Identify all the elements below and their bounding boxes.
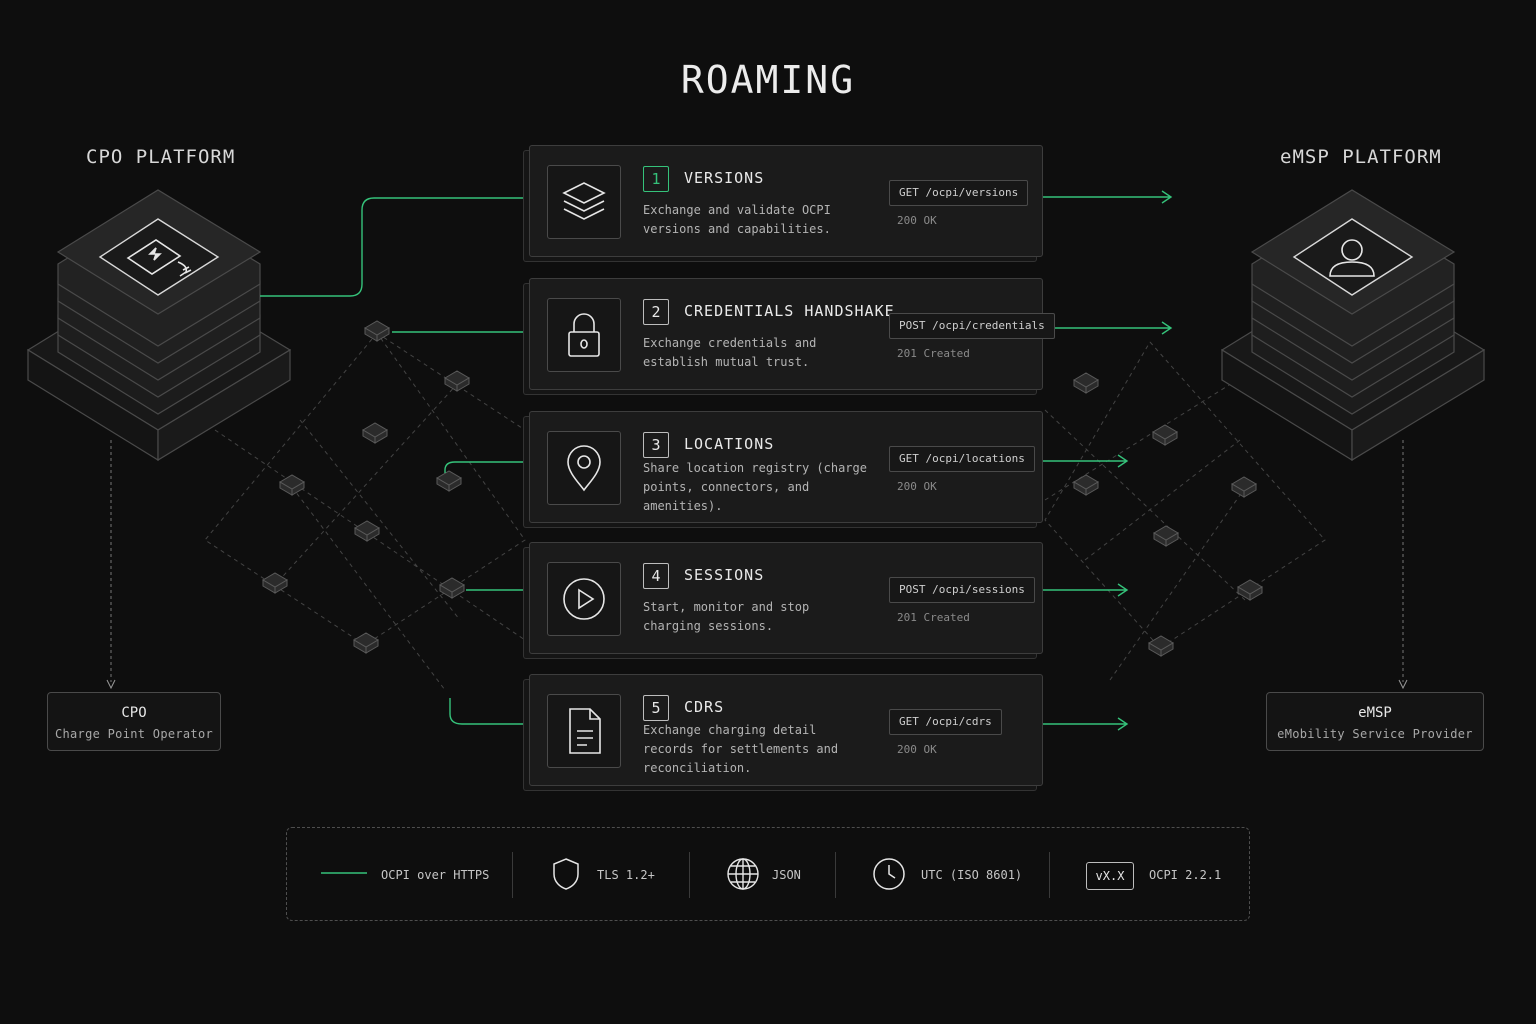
module-description: Exchange credentials and establish mutua…	[643, 336, 817, 369]
module-title: VERSIONS	[684, 169, 765, 187]
module-title: LOCATIONS	[684, 435, 775, 453]
module-icon-box	[547, 165, 621, 239]
legend: OCPI over HTTPS TLS 1.2+ JSON UTC (ISO 8…	[286, 827, 1250, 921]
module-description: Start, monitor and stop charging session…	[643, 600, 810, 633]
emsp-role-subtitle: eMobility Service Provider	[1277, 727, 1473, 741]
cpo-platform-stack	[26, 189, 292, 462]
play-icon	[563, 578, 605, 620]
module-description: Exchange charging detail records for set…	[643, 723, 839, 775]
shield-icon	[553, 858, 579, 890]
clock-icon	[873, 858, 905, 890]
module-card-cdrs: 5 CDRS Exchange charging detail records …	[529, 674, 1043, 786]
legend-format: JSON	[772, 868, 801, 882]
version-badge: vX.X	[1086, 862, 1134, 890]
legend-time: UTC (ISO 8601)	[921, 868, 1023, 882]
cpo-role-box: CPO Charge Point Operator	[47, 692, 221, 751]
legend-security: TLS 1.2+	[597, 868, 655, 882]
module-icon-box	[547, 562, 621, 636]
module-status: 201 Created	[897, 347, 970, 360]
cpo-flow-lines	[260, 197, 525, 725]
emsp-platform-title: eMSP PLATFORM	[1280, 146, 1442, 168]
role-connectors	[110, 440, 1404, 682]
module-description: Share location registry (charge points, …	[643, 461, 867, 513]
cpo-role-subtitle: Charge Point Operator	[54, 727, 214, 741]
document-icon	[569, 708, 601, 754]
page-title: ROAMING	[680, 58, 856, 102]
module-endpoint: GET /ocpi/cdrs	[889, 709, 1002, 735]
module-endpoint: POST /ocpi/sessions	[889, 577, 1035, 603]
globe-icon	[727, 858, 759, 890]
module-number: 4	[643, 563, 669, 589]
module-number: 2	[643, 299, 669, 325]
lock-icon	[568, 313, 600, 357]
cpo-role-title: CPO	[121, 705, 147, 721]
module-icon-box	[547, 298, 621, 372]
module-title: SESSIONS	[684, 566, 765, 584]
module-icon-box	[547, 694, 621, 768]
map-pin-icon	[567, 445, 601, 492]
module-title: CREDENTIALS HANDSHAKE	[684, 302, 895, 320]
user-icon	[1329, 239, 1375, 277]
module-card-credentials: 2 CREDENTIALS HANDSHAKE Exchange credent…	[529, 278, 1055, 390]
module-number: 5	[643, 695, 669, 721]
module-number: 1	[643, 166, 669, 192]
green-line-icon	[321, 872, 367, 874]
emsp-drop-arrow	[1398, 679, 1408, 690]
cpo-platform-title: CPO PLATFORM	[86, 146, 236, 168]
module-status: 201 Created	[897, 611, 970, 624]
module-number: 3	[643, 432, 669, 458]
module-title: CDRS	[684, 698, 725, 716]
network-nodes	[262, 320, 1263, 657]
legend-divider	[689, 852, 690, 898]
emsp-platform-stack	[1220, 189, 1486, 462]
legend-divider	[835, 852, 836, 898]
module-status: 200 OK	[897, 214, 937, 227]
module-status: 200 OK	[897, 480, 937, 493]
legend-divider	[512, 852, 513, 898]
module-endpoint: GET /ocpi/versions	[889, 180, 1029, 206]
cpo-drop-arrow	[106, 679, 116, 690]
emsp-flow-arrows	[1043, 190, 1173, 731]
module-card-versions: 1 VERSIONS Exchange and validate OCPI ve…	[529, 145, 1043, 257]
legend-version: OCPI 2.2.1	[1149, 868, 1222, 882]
module-card-locations: 3 LOCATIONS Share location registry (cha…	[529, 411, 1043, 523]
module-icon-box	[547, 431, 621, 505]
layers-icon	[562, 182, 606, 220]
emsp-role-box: eMSP eMobility Service Provider	[1266, 692, 1484, 751]
emsp-role-title: eMSP	[1358, 705, 1392, 721]
module-status: 200 OK	[897, 743, 937, 756]
module-description: Exchange and validate OCPI versions and …	[643, 203, 831, 236]
module-endpoint: GET /ocpi/locations	[889, 446, 1035, 472]
module-card-sessions: 4 SESSIONS Start, monitor and stop charg…	[529, 542, 1043, 654]
legend-transport: OCPI over HTTPS	[381, 868, 490, 882]
legend-divider	[1049, 852, 1050, 898]
charger-icon	[126, 239, 192, 277]
module-endpoint: POST /ocpi/credentials	[889, 313, 1055, 339]
